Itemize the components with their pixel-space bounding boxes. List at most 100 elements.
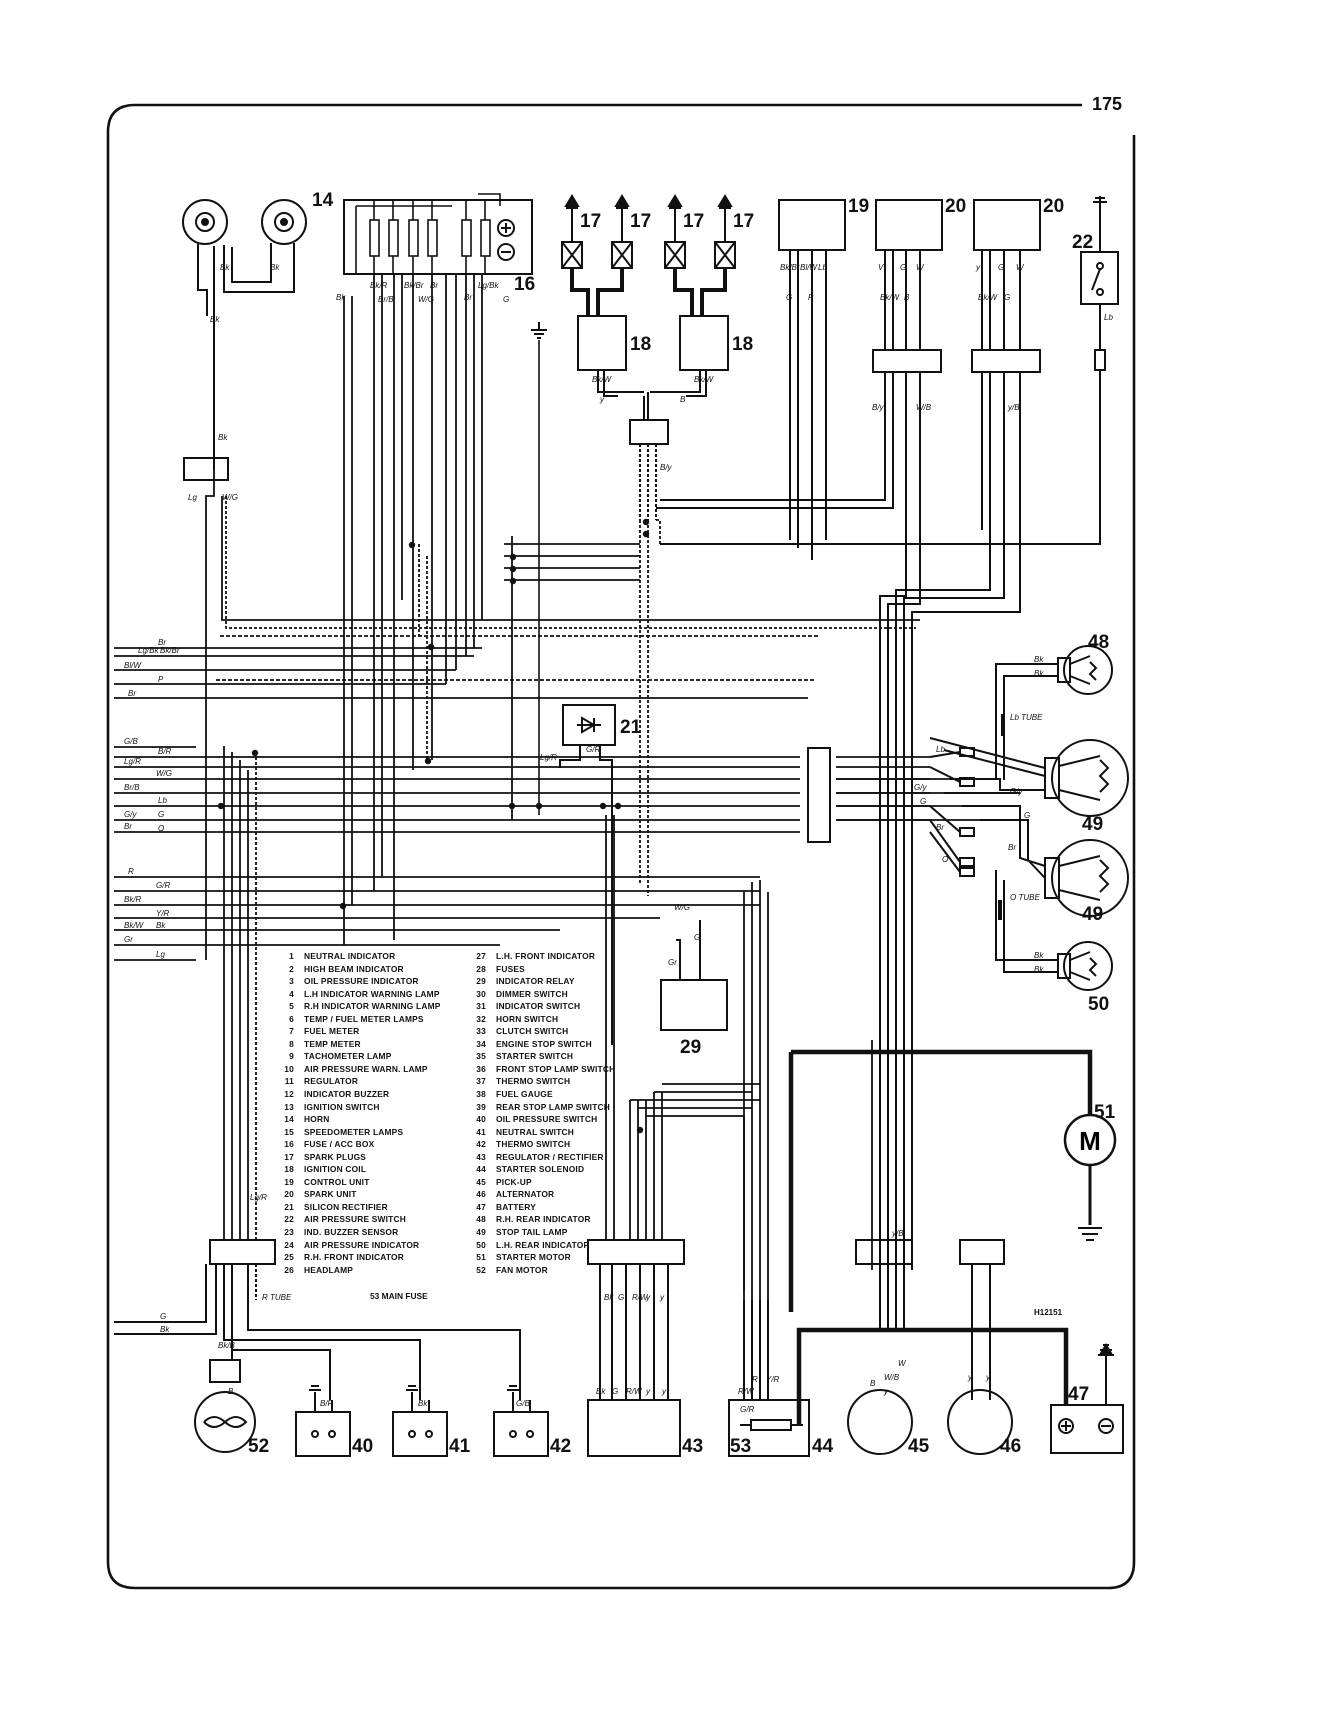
svg-text:Bk/Br: Bk/Br: [160, 646, 180, 655]
legend-text: IND. BUZZER SENSOR: [304, 1227, 399, 1238]
label-47: 47: [1068, 1384, 1089, 1405]
motor-letter: M: [1079, 1126, 1101, 1156]
svg-text:G: G: [920, 797, 926, 806]
label-45: 45: [908, 1436, 930, 1457]
legend-number: 41: [476, 1126, 486, 1137]
svg-text:Br: Br: [936, 823, 944, 832]
legend-text: REAR STOP LAMP SWITCH: [496, 1101, 611, 1112]
svg-text:G: G: [786, 293, 792, 302]
label-17a: 17: [580, 211, 601, 232]
air-pressure-switch: [660, 196, 1119, 545]
svg-text:O TUBE: O TUBE: [1010, 893, 1040, 902]
legend-item: 38 FUEL GAUGE: [460, 1088, 615, 1101]
svg-text:Bk/R: Bk/R: [124, 895, 142, 904]
legend-text: REGULATOR: [304, 1076, 359, 1087]
svg-text:Bk/Br: Bk/Br: [780, 263, 800, 272]
legend-text: TEMP METER: [304, 1038, 361, 1049]
legend-number: 39: [476, 1101, 486, 1112]
legend-number: 48: [476, 1214, 486, 1225]
battery: [796, 1327, 1124, 1454]
legend-text: SILICON RECTIFIER: [304, 1201, 388, 1212]
label-50: 50: [1088, 994, 1109, 1015]
svg-text:R: R: [128, 867, 134, 876]
legend-number: 2: [289, 963, 294, 974]
svg-text:B: B: [228, 1387, 234, 1396]
svg-text:W/G: W/G: [222, 493, 238, 502]
legend-number: 51: [476, 1252, 486, 1263]
legend-text: AIR PRESSURE INDICATOR: [304, 1239, 420, 1250]
label-21: 21: [620, 717, 642, 738]
svg-text:W/B: W/B: [916, 403, 932, 412]
legend-text: FUEL GAUGE: [496, 1089, 553, 1100]
svg-text:W: W: [916, 263, 925, 272]
svg-text:B: B: [904, 293, 910, 302]
legend-text: AIR PRESSURE WARN. LAMP: [304, 1063, 428, 1074]
svg-text:Lb: Lb: [158, 796, 167, 805]
legend-text: INDICATOR BUZZER: [304, 1089, 390, 1100]
svg-text:R/W: R/W: [632, 1293, 649, 1302]
legend-number: 38: [476, 1089, 486, 1100]
svg-text:Bk/W: Bk/W: [124, 921, 145, 930]
svg-text:W/G: W/G: [418, 295, 434, 304]
legend-text: R.H INDICATOR WARNING LAMP: [304, 1001, 441, 1012]
label-48: 48: [1088, 632, 1109, 653]
legend-text: REGULATOR / RECTIFIER: [496, 1151, 604, 1162]
legend-number: 29: [476, 976, 486, 987]
legend-number: 28: [476, 963, 486, 974]
svg-text:O: O: [158, 824, 164, 833]
legend-text: L.H. FRONT INDICATOR: [496, 951, 596, 961]
indicator-relay: [660, 920, 728, 1031]
legend-text: DIMMER SWITCH: [496, 988, 568, 999]
legend-number: 46: [476, 1189, 486, 1200]
legend-text: IGNITION SWITCH: [304, 1101, 380, 1112]
svg-text:G/y: G/y: [1010, 787, 1023, 796]
svg-text:Bl/W: Bl/W: [124, 661, 142, 670]
figure-code: H12151: [1034, 1308, 1063, 1317]
svg-text:Y/R: Y/R: [766, 1375, 780, 1384]
label-20a: 20: [945, 196, 966, 217]
svg-text:Bk: Bk: [218, 433, 228, 442]
legend-text: PICK-UP: [496, 1176, 532, 1187]
legend-text: THERMO SWITCH: [496, 1076, 571, 1087]
svg-text:Lg/R: Lg/R: [250, 1193, 267, 1202]
svg-text:G/B: G/B: [516, 1399, 530, 1408]
legend-text: ENGINE STOP SWITCH: [496, 1038, 592, 1049]
svg-text:R: R: [752, 1375, 758, 1384]
spark-plugs: [561, 194, 736, 316]
legend-number: 31: [476, 1001, 486, 1012]
svg-text:Lb TUBE: Lb TUBE: [1010, 713, 1043, 722]
label-41: 41: [449, 1436, 471, 1457]
legend-number: 6: [289, 1013, 294, 1024]
legend-number: 17: [284, 1151, 294, 1162]
legend-text: STOP TAIL LAMP: [496, 1227, 568, 1238]
legend-number: 40: [476, 1114, 486, 1125]
legend-item: 5 R.H INDICATOR WARNING LAMP: [268, 1000, 441, 1013]
bottom-connectors: [114, 1239, 1013, 1457]
legend-text: CONTROL UNIT: [304, 1176, 370, 1187]
svg-text:y: y: [985, 1373, 991, 1382]
legend-number: 52: [476, 1264, 486, 1275]
label-46: 46: [1000, 1436, 1021, 1457]
legend-number: 9: [289, 1051, 294, 1062]
svg-text:W: W: [898, 1359, 907, 1368]
central-connector: [807, 747, 831, 843]
svg-text:y/B: y/B: [891, 1229, 904, 1238]
legend-text: R.H. REAR INDICATOR: [496, 1214, 591, 1225]
svg-text:B/R: B/R: [320, 1399, 334, 1408]
svg-text:Bk/R: Bk/R: [370, 281, 388, 290]
legend-number: 5: [289, 1001, 294, 1012]
